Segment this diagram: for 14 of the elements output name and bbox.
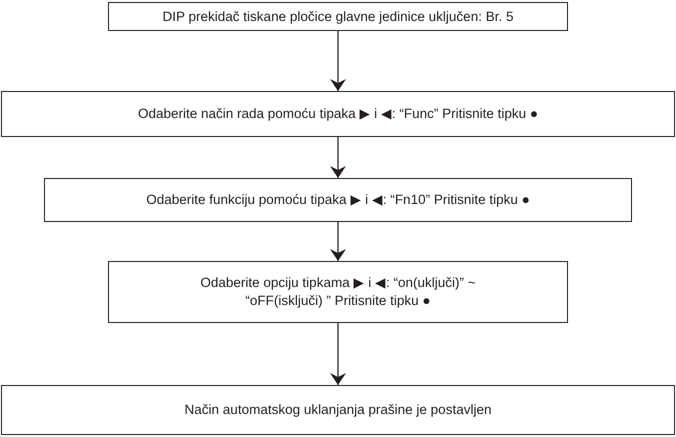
process-box (108, 261, 568, 323)
step-text: DIP prekidač tiskane pločice glavne jedinice uključen: Br. 5 (162, 8, 514, 26)
process-box (44, 178, 632, 222)
arrow (330, 31, 346, 91)
step-text: Odaberite način rada pomoću tipaka ▶ i ◀: “Func” Pritisnite tipku ● (138, 105, 538, 123)
process-box (1, 91, 675, 137)
arrow (330, 137, 346, 178)
process-box (1, 385, 675, 435)
step-text: Odaberite opciju tipkama ▶ i ◀: “on(uključi)” ~ “oFF(isključi) ” Pritisnite tipku ● (199, 274, 477, 310)
step-text: Odaberite funkciju pomoću tipaka ▶ i ◀: “Fn10” Pritisnite tipku ● (146, 191, 530, 209)
step-text: Način automatskog uklanjanja prašine je postavljen (184, 401, 492, 419)
arrow (330, 222, 346, 261)
process-box (108, 2, 568, 31)
arrow (330, 323, 346, 385)
